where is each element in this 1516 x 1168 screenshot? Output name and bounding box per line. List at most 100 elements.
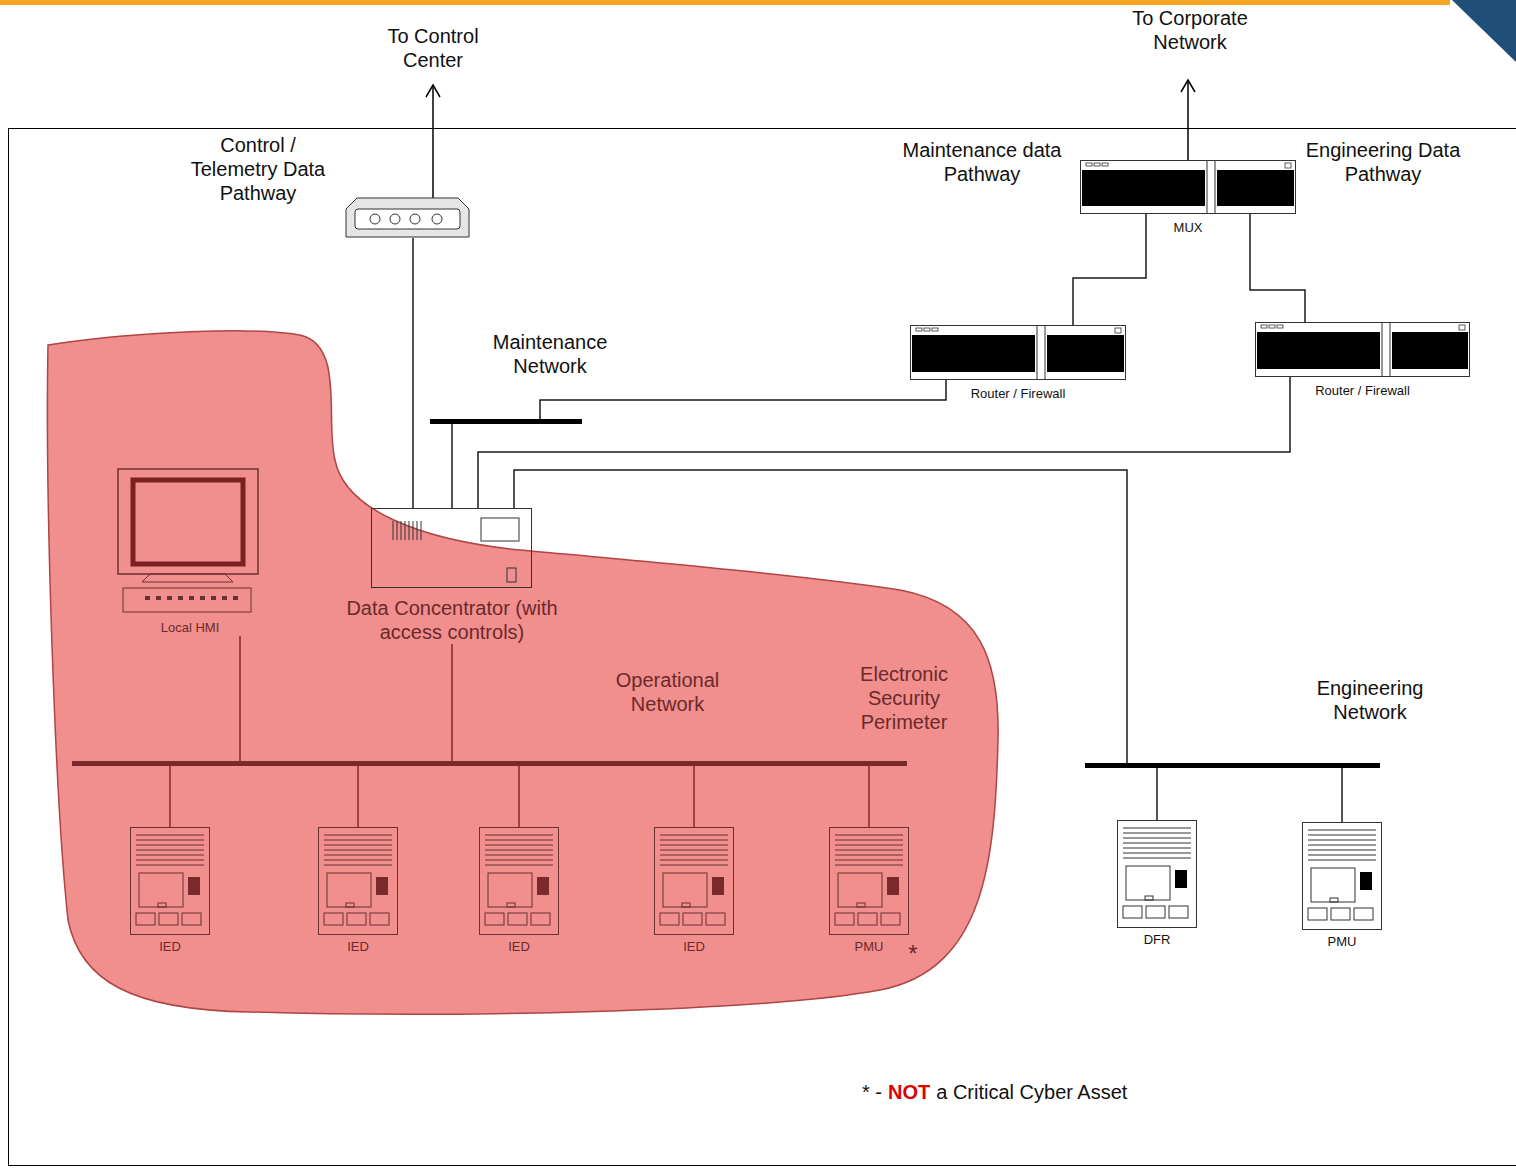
node-label: IED <box>115 939 225 955</box>
device-node: Control / Telemetry Data Pathway <box>180 133 470 238</box>
port-slot <box>393 521 394 540</box>
network-link <box>1250 214 1305 322</box>
device-button <box>1123 906 1142 918</box>
footnote: * -NOTa Critical Cyber Asset <box>862 1080 1127 1104</box>
panel-line <box>835 840 903 841</box>
port-slot <box>401 521 402 540</box>
rack-panel <box>1257 332 1380 369</box>
node-label: Electronic Security Perimeter <box>845 662 963 734</box>
panel-line <box>136 865 204 866</box>
network-link <box>1156 768 1158 820</box>
panel-line <box>835 835 903 836</box>
status-block <box>1360 872 1372 890</box>
device-button <box>531 913 550 925</box>
keyboard-key <box>233 596 238 600</box>
rack-panel <box>1392 332 1468 369</box>
security-perimeter: Electronic Security Perimeter Local HMI Da… <box>40 322 1005 1027</box>
bus-bar <box>72 761 907 766</box>
device-case <box>480 828 559 935</box>
screen-tab <box>682 903 690 907</box>
panel-line <box>324 850 392 851</box>
network-bus: Maintenance Network <box>430 326 640 424</box>
rack-case <box>1081 161 1296 214</box>
node-label: Engineering Network <box>1305 676 1435 724</box>
annotation: Maintenance data Pathway <box>882 138 1082 186</box>
port-slot <box>397 521 398 540</box>
node-label: DFR <box>1102 932 1212 948</box>
device-button <box>858 913 877 925</box>
bus-bar <box>1085 763 1380 768</box>
port-slot <box>405 521 406 540</box>
device-node: IED <box>639 827 749 955</box>
substation-frame <box>9 129 1516 1166</box>
device-node: Data Concentrator (with access controls) <box>327 508 577 644</box>
keyboard-key <box>189 596 194 600</box>
device-screen <box>1311 868 1355 902</box>
panel-line <box>660 840 728 841</box>
device-button <box>835 913 854 925</box>
device-button <box>1308 908 1327 920</box>
panel-line <box>485 850 553 851</box>
network-link <box>478 377 1290 508</box>
keyboard-key <box>200 596 205 600</box>
uplink-arrowhead <box>1181 80 1195 92</box>
device-node: PMU <box>1287 822 1397 950</box>
panel-line <box>485 860 553 861</box>
device-button <box>182 913 201 925</box>
node-label: IED <box>303 939 413 955</box>
panel-line <box>485 865 553 866</box>
device-node: Local HMI <box>115 468 265 636</box>
modem-led <box>410 214 420 224</box>
panel-line <box>1123 843 1191 844</box>
panel-line <box>660 860 728 861</box>
panel-line <box>835 860 903 861</box>
keyboard <box>123 588 251 612</box>
device-node: PMU <box>814 827 924 955</box>
node-label: PMU <box>814 939 924 955</box>
monitor-case <box>118 469 258 574</box>
panel-line <box>324 865 392 866</box>
rack-divider <box>1390 323 1391 376</box>
access-slot <box>507 568 516 582</box>
panel-line <box>1123 858 1191 859</box>
device-node: IED <box>464 827 574 955</box>
device-case <box>131 828 210 935</box>
network-bus: Engineering Network <box>1085 672 1455 768</box>
panel-line <box>136 845 204 846</box>
panel-line <box>136 840 204 841</box>
node-label: PMU <box>1287 934 1397 950</box>
device-node: DFR <box>1102 820 1212 948</box>
panel-line <box>1123 833 1191 834</box>
uplink-line <box>1187 80 1189 160</box>
device-node: MUX <box>1080 160 1296 236</box>
status-block <box>376 877 388 895</box>
keyboard-key <box>222 596 227 600</box>
device-screen <box>663 873 707 907</box>
device-icon <box>654 827 734 935</box>
panel-line <box>835 865 903 866</box>
annotation: To Corporate Network <box>1120 6 1260 54</box>
panel-line <box>835 845 903 846</box>
panel-line <box>660 835 728 836</box>
keyboard-key <box>211 596 216 600</box>
panel-line <box>485 845 553 846</box>
screen-tab <box>158 903 166 907</box>
device-button <box>1169 906 1188 918</box>
screen-tab <box>1145 896 1153 900</box>
rack-led <box>1261 325 1267 328</box>
panel-line <box>136 860 204 861</box>
top-bar <box>0 0 1450 5</box>
panel-line <box>485 835 553 836</box>
annotation: To Control Center <box>373 24 493 72</box>
hmi-icon <box>115 468 265 616</box>
footnote-text: * - <box>862 1080 882 1104</box>
rack-case <box>911 326 1126 380</box>
port-slot <box>413 521 414 540</box>
panel-line <box>324 860 392 861</box>
node-label: Control / Telemetry Data Pathway <box>183 133 333 205</box>
modem-case <box>346 198 469 237</box>
panel-line <box>1123 848 1191 849</box>
device-screen <box>1126 866 1170 900</box>
network-link <box>412 238 414 508</box>
